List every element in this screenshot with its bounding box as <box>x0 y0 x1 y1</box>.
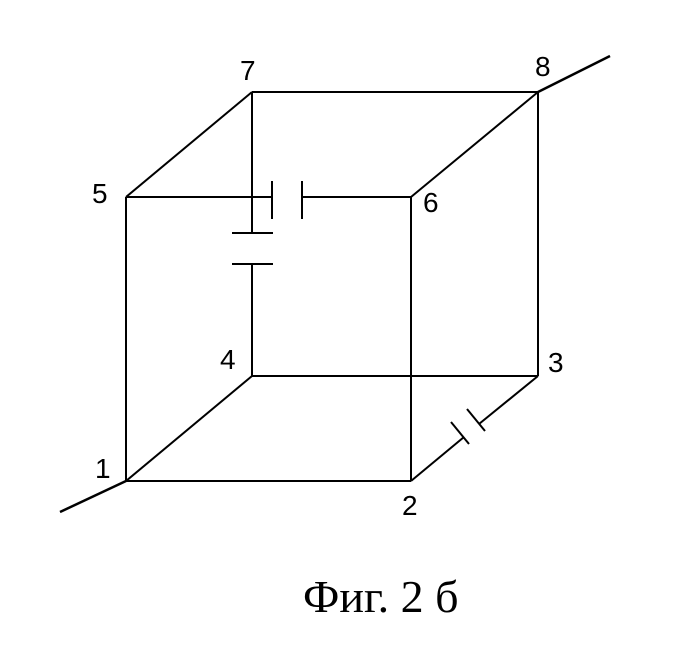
node-label-1: 1 <box>95 453 111 484</box>
edge-1-4 <box>125 375 253 482</box>
node-label-7: 7 <box>240 55 256 86</box>
figure-caption: Фиг. 2 б <box>303 571 459 622</box>
capacitor-plate <box>466 408 486 432</box>
capacitor-plate <box>450 421 470 445</box>
node-label-4: 4 <box>220 344 236 375</box>
node-label-8: 8 <box>535 51 551 82</box>
node-label-6: 6 <box>423 187 439 218</box>
node-label-2: 2 <box>402 490 418 521</box>
node-label-5: 5 <box>92 178 108 209</box>
edge-5-7 <box>125 91 253 198</box>
edge-4-7-with-capacitor <box>232 92 273 376</box>
node-label-3: 3 <box>548 347 564 378</box>
terminal-lead-1 <box>59 479 127 514</box>
terminal-lead-8 <box>537 54 611 94</box>
edge-5-6-with-capacitor <box>126 181 411 219</box>
edge-6-8 <box>410 91 539 198</box>
edge-2-3-with-capacitor <box>410 375 539 482</box>
